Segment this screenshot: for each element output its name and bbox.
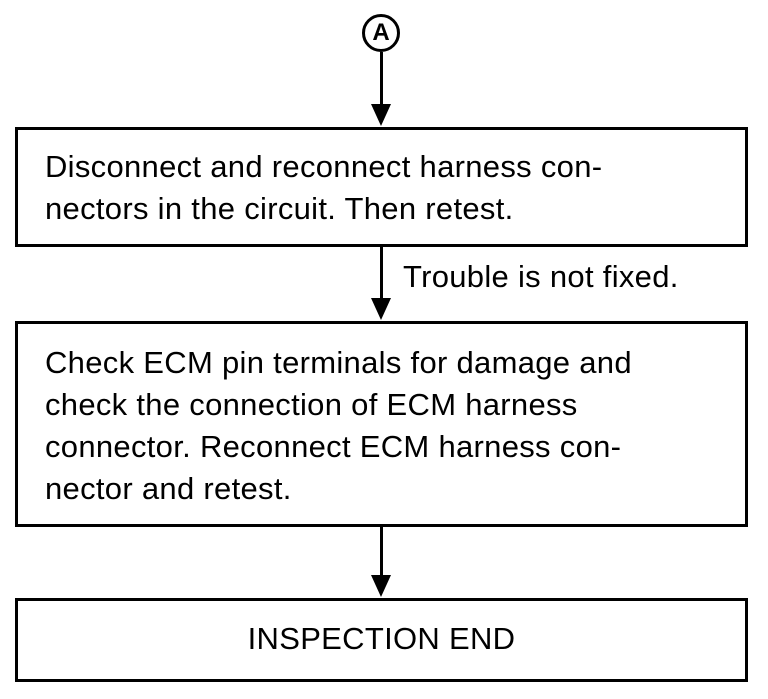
connector-a-label: A xyxy=(372,19,390,46)
step-1-text: Disconnect and reconnect harness con- ne… xyxy=(45,149,603,226)
arrow-3-line xyxy=(380,527,383,577)
step-2-text: Check ECM pin terminals for damage and c… xyxy=(45,345,632,506)
arrow-1-line xyxy=(380,52,383,106)
connector-a: A xyxy=(362,14,400,52)
step-end-text: INSPECTION END xyxy=(247,621,516,656)
arrow-1-head xyxy=(371,104,391,126)
step-box-1: Disconnect and reconnect harness con- ne… xyxy=(15,127,748,247)
step-box-2: Check ECM pin terminals for damage and c… xyxy=(15,321,748,527)
arrow-3-head xyxy=(371,575,391,597)
arrow-2-head xyxy=(371,298,391,320)
step-box-end: INSPECTION END xyxy=(15,598,748,682)
edge-label-trouble-not-fixed: Trouble is not fixed. xyxy=(403,259,679,294)
arrow-2-line xyxy=(380,247,383,299)
